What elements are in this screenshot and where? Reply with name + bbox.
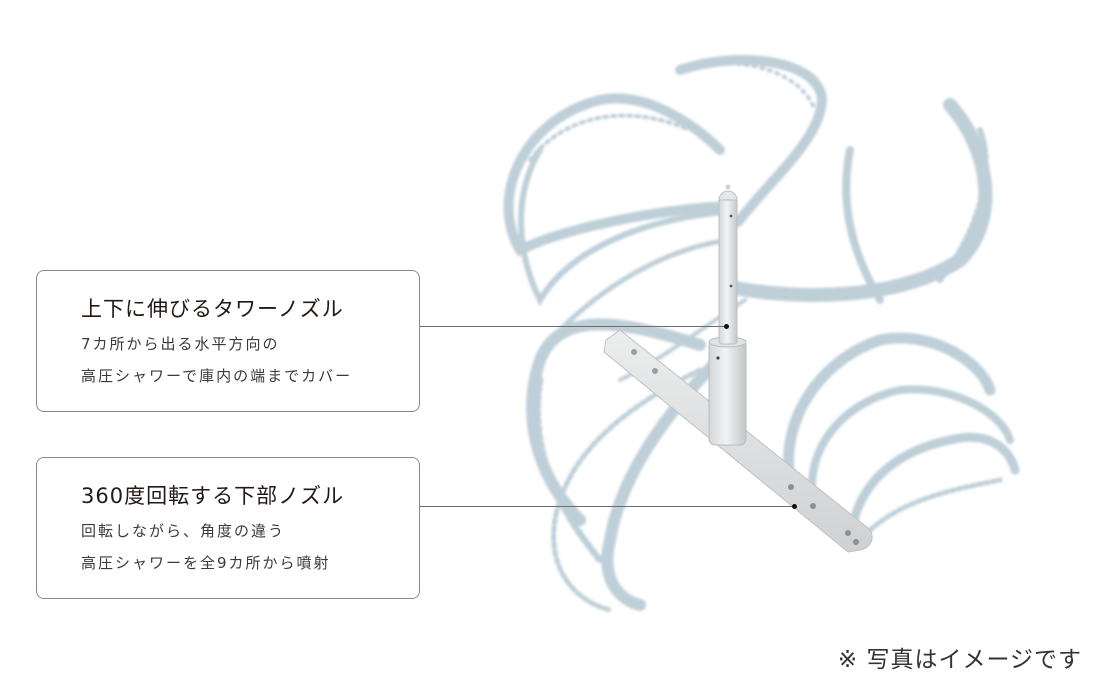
callout-description-line: 回転しながら、角度の違う	[81, 522, 286, 540]
lower-spray-arm	[603, 329, 873, 553]
water-jets	[503, 55, 1020, 613]
leader-dot-lower	[792, 504, 797, 509]
callout-tower-nozzle: 上下に伸びるタワーノズル 7カ所から出る水平方向の 高圧シャワーで庫内の端までカ…	[36, 270, 420, 412]
callout-description-line: 7カ所から出る水平方向の	[81, 335, 280, 353]
leader-line-lower	[420, 506, 794, 507]
callout-title: 上下に伸びるタワーノズル	[81, 297, 344, 321]
callout-title: 360度回転する下部ノズル	[81, 484, 345, 508]
callout-lower-nozzle: 360度回転する下部ノズル 回転しながら、角度の違う 高圧シャワーを全9カ所から…	[36, 457, 420, 599]
leader-dot-tower	[724, 324, 729, 329]
image-disclaimer-note: ※ 写真はイメージです	[837, 647, 1082, 673]
callout-description-line: 高圧シャワーを全9カ所から噴射	[81, 554, 331, 572]
leader-line-tower	[420, 326, 726, 327]
tower-nozzle	[708, 184, 747, 446]
callout-description-line: 高圧シャワーで庫内の端までカバー	[81, 367, 353, 385]
